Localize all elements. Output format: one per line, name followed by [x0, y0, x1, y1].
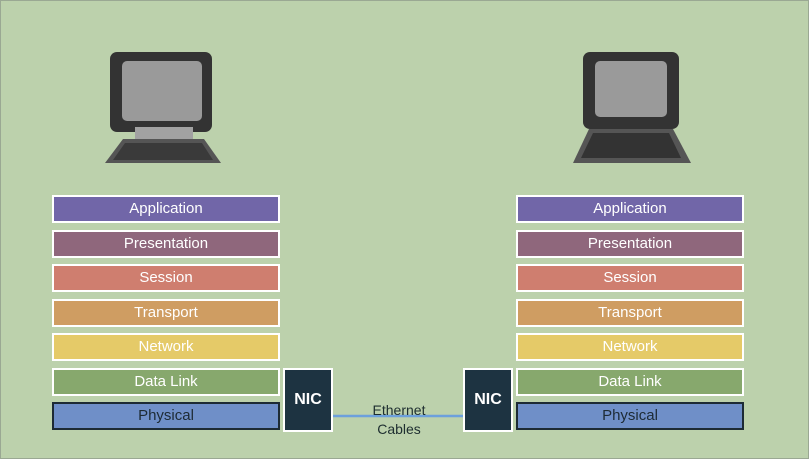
cable-label-line2: Cables: [377, 421, 421, 437]
left-layer-data-link: Data Link: [52, 367, 280, 396]
left-layer-physical: Physical: [52, 402, 280, 430]
right-osi-stack: Application Presentation Session Transpo…: [516, 195, 744, 437]
left-osi-stack: Application Presentation Session Transpo…: [52, 195, 280, 437]
right-layer-session: Session: [516, 264, 744, 292]
right-nic: NIC: [463, 368, 513, 432]
right-layer-data-link: Data Link: [516, 367, 744, 396]
left-layer-application: Application: [52, 195, 280, 223]
left-nic: NIC: [283, 368, 333, 432]
computer-icon: [105, 52, 221, 163]
right-layer-application: Application: [516, 195, 744, 223]
left-layer-presentation: Presentation: [52, 229, 280, 258]
right-layer-transport: Transport: [516, 298, 744, 327]
right-layer-physical: Physical: [516, 402, 744, 430]
left-layer-transport: Transport: [52, 298, 280, 327]
ethernet-cable-label: Ethernet Cables: [357, 401, 441, 439]
cable-label-line1: Ethernet: [372, 402, 426, 418]
left-layer-session: Session: [52, 264, 280, 292]
laptop-icon: [573, 52, 691, 163]
right-layer-network: Network: [516, 333, 744, 361]
left-layer-network: Network: [52, 333, 280, 361]
right-layer-presentation: Presentation: [516, 229, 744, 258]
